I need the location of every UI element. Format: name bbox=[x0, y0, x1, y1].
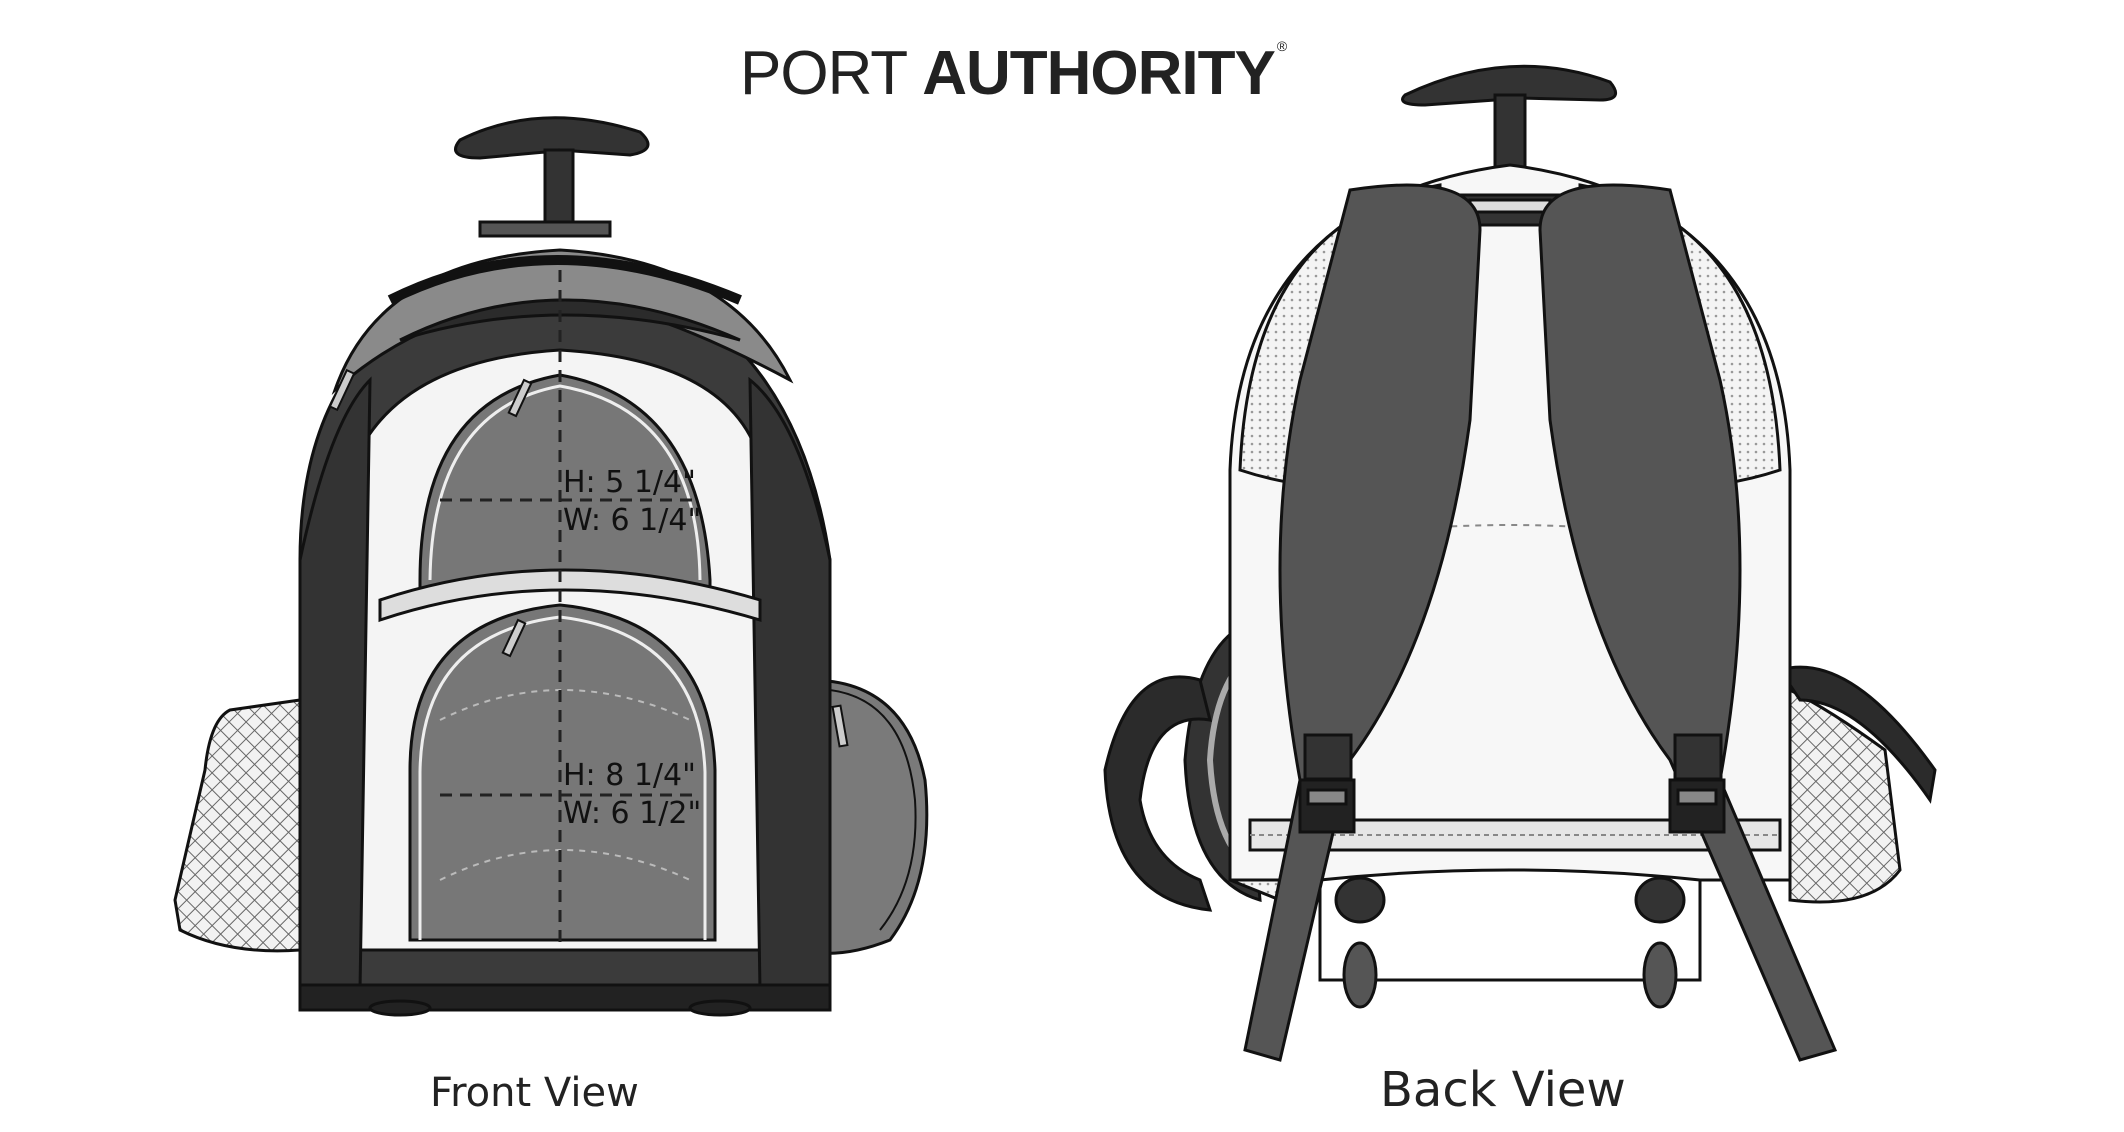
front-view-caption: Front View bbox=[430, 1070, 639, 1116]
bottom-pocket-width-label: W: 6 1/2" bbox=[563, 796, 701, 831]
brand-logo: PORT AUTHORITY® bbox=[740, 38, 1300, 108]
back-view-backpack bbox=[1103, 64, 1937, 1062]
brand-word-port: PORT bbox=[740, 39, 907, 108]
top-pocket-width-label: W: 6 1/4" bbox=[563, 503, 701, 538]
back-view-caption: Back View bbox=[1380, 1062, 1626, 1118]
brand-word-authority: AUTHORITY bbox=[922, 39, 1276, 108]
bottom-pocket-height-label: H: 8 1/4" bbox=[563, 758, 696, 793]
registered-mark: ® bbox=[1276, 38, 1287, 54]
front-view-backpack bbox=[173, 116, 929, 1017]
top-pocket-height-label: H: 5 1/4" bbox=[563, 465, 696, 500]
